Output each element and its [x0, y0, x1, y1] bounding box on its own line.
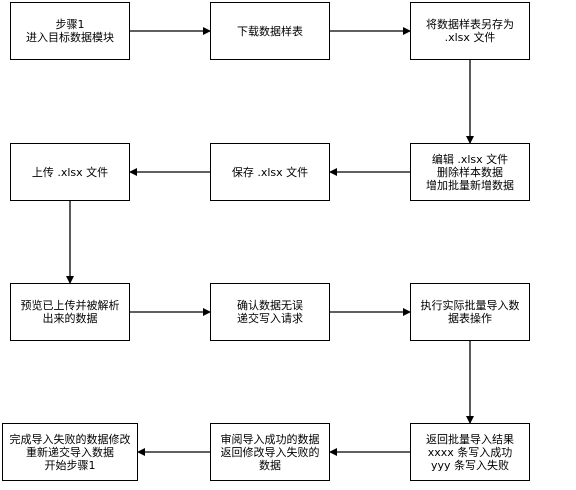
flow-step-12-text: 重新递交导入数据 [26, 445, 114, 459]
flow-step-7: 预览已上传并被解析出来的数据 [10, 283, 130, 341]
flow-step-12: 完成导入失败的数据修改重新递交导入数据开始步骤1 [2, 423, 138, 481]
flow-step-8-text: 确认数据无误 [237, 299, 303, 312]
flow-step-12-text: 完成导入失败的数据修改 [9, 432, 131, 446]
flow-step-7-text: 出来的数据 [42, 312, 98, 325]
flow-step-12-text: 开始步骤1 [44, 458, 96, 472]
flow-step-11-text: 审阅导入成功的数据 [220, 432, 320, 446]
flow-step-3-text: 将数据样表另存为 [426, 18, 514, 31]
flow-step-6-text: 上传 .xlsx 文件 [31, 165, 109, 179]
flow-step-3: 将数据样表另存为.xlsx 文件 [410, 2, 530, 60]
flow-step-9-text: 执行实际批量导入数 [420, 299, 520, 312]
flow-step-6: 上传 .xlsx 文件 [10, 143, 130, 201]
flow-step-5-text: 保存 .xlsx 文件 [231, 165, 309, 179]
flow-step-1-text: 进入目标数据模块 [26, 31, 114, 44]
flow-step-5: 保存 .xlsx 文件 [210, 143, 330, 201]
flow-step-11-text: 数据 [259, 458, 281, 472]
flow-step-10-text: 返回批量导入结果 [426, 432, 514, 446]
flow-step-9-text: 据表操作 [448, 312, 492, 325]
flow-step-4-text: 编辑 .xlsx 文件 [431, 152, 509, 166]
flow-step-4-text: 增加批量新增数据 [426, 178, 514, 192]
flow-step-2-text: 下载数据样表 [237, 24, 303, 38]
flow-step-9: 执行实际批量导入数据表操作 [410, 283, 530, 341]
flow-step-8-text: 递交写入请求 [237, 312, 303, 325]
flow-step-10-text: xxxx 条写入成功 [427, 445, 513, 459]
flow-step-8: 确认数据无误递交写入请求 [210, 283, 330, 341]
flow-step-10-text: yyy 条写入失败 [430, 458, 510, 472]
flow-step-3-text: .xlsx 文件 [444, 31, 496, 44]
flow-step-4-text: 删除样本数据 [437, 165, 503, 179]
flow-step-1-text: 步骤1 [55, 18, 85, 31]
flow-step-11: 审阅导入成功的数据返回修改导入失败的数据 [210, 423, 330, 481]
flow-step-7-text: 预览已上传并被解析 [20, 299, 120, 312]
flow-step-2: 下载数据样表 [210, 2, 330, 60]
flow-step-4: 编辑 .xlsx 文件删除样本数据增加批量新增数据 [410, 143, 530, 201]
flow-step-11-text: 返回修改导入失败的 [220, 445, 320, 459]
